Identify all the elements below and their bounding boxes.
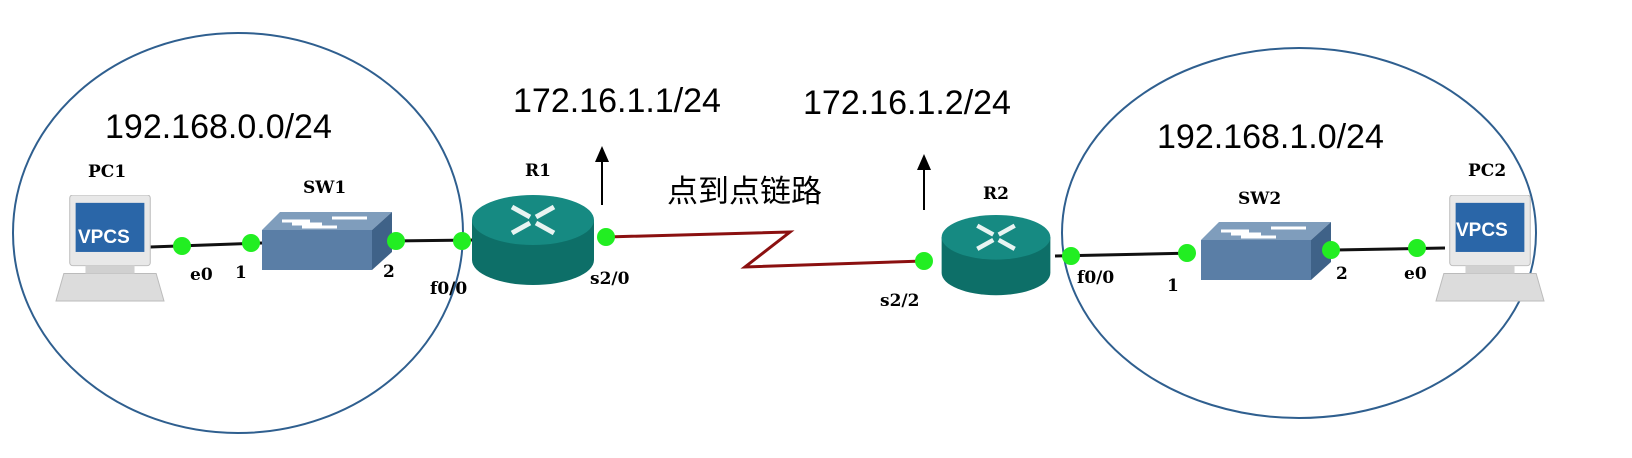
sw2-name: SW2 xyxy=(1238,189,1281,209)
serial-link-r1-r2 xyxy=(605,230,925,269)
r1-device[interactable] xyxy=(472,195,594,285)
r1-name: R1 xyxy=(525,161,551,181)
pc2-device[interactable]: VPCS xyxy=(1435,195,1545,302)
sw1-port-a-label: 1 xyxy=(235,263,247,283)
port-dot xyxy=(1178,244,1196,262)
pc1-name: PC1 xyxy=(88,162,126,182)
pc2-port-label: e0 xyxy=(1404,264,1427,284)
port-dots xyxy=(173,228,1426,270)
port-dot xyxy=(1408,239,1426,257)
r2-wan-port-label: s2/2 xyxy=(880,291,919,311)
port-dot xyxy=(173,237,191,255)
sw1-port-b-label: 2 xyxy=(383,262,395,282)
port-dot xyxy=(453,232,471,250)
port-dot xyxy=(1062,247,1080,265)
left-subnet-label: 192.168.0.0/24 xyxy=(105,108,332,146)
right-subnet-boundary xyxy=(1061,47,1537,419)
pc1-port-label: e0 xyxy=(190,265,213,285)
link-sw2-pc2 xyxy=(1334,246,1446,252)
pc1-device[interactable]: VPCS xyxy=(55,195,165,302)
r1-lan-port-label: f0/0 xyxy=(430,279,467,299)
pc2-name: PC2 xyxy=(1468,161,1506,181)
r1-serial-ip-label: 172.16.1.1/24 xyxy=(513,82,721,120)
port-dot xyxy=(915,252,933,270)
link-label: 点到点链路 xyxy=(667,174,822,210)
port-dot xyxy=(597,228,615,246)
pc1-screen-label: VPCS xyxy=(78,227,130,248)
sw1-name: SW1 xyxy=(303,178,346,198)
arrow-up-icon xyxy=(595,146,609,205)
port-dot xyxy=(242,234,260,252)
port-dot xyxy=(1322,241,1340,259)
port-dot xyxy=(387,232,405,250)
sw2-device[interactable] xyxy=(1199,222,1333,282)
r2-name: R2 xyxy=(983,184,1009,204)
r2-lan-port-label: f0/0 xyxy=(1077,268,1114,288)
arrow-up-icon xyxy=(917,154,931,210)
r2-device[interactable] xyxy=(942,215,1051,295)
r2-serial-ip-label: 172.16.1.2/24 xyxy=(803,84,1011,122)
sw2-port-a-label: 1 xyxy=(1167,276,1179,296)
right-subnet-label: 192.168.1.0/24 xyxy=(1157,118,1384,156)
r1-wan-port-label: s2/0 xyxy=(590,269,630,289)
pc2-screen-label: VPCS xyxy=(1456,220,1508,241)
sw2-port-b-label: 2 xyxy=(1336,264,1348,284)
sw1-device[interactable] xyxy=(262,212,392,272)
